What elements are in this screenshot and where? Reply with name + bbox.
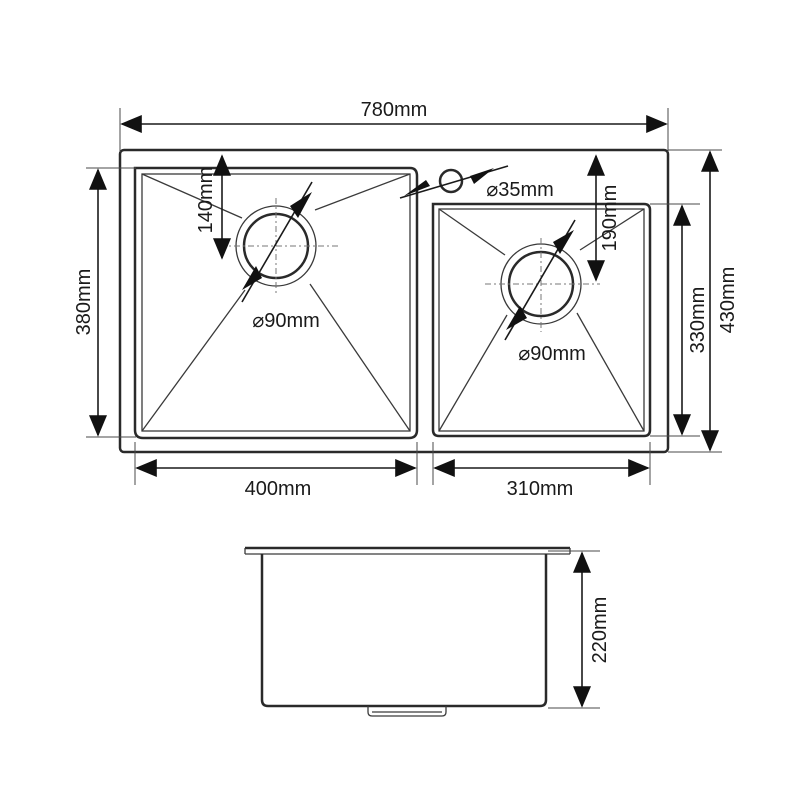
right-bowl [431,202,652,438]
bowl-height-label: 220mm [589,597,611,664]
tap-hole-diameter-label: ⌀35mm [486,179,554,201]
overall-depth-label: 430mm [717,267,739,334]
top-view: 780mm 400mm 310mm 380mm 140mm ⌀90mm ⌀35m… [73,99,739,500]
bowl-profile [260,554,548,708]
right-bowl-depth-label: 330mm [687,287,709,354]
side-view: 220mm [244,546,611,717]
right-drain-diameter-label: ⌀90mm [518,343,586,365]
right-bowl-width-label: 310mm [507,478,574,500]
left-drain-diameter-label: ⌀90mm [252,310,320,332]
right-drain-offset-label: 190mm [599,185,621,252]
left-drain-offset-label: 140mm [195,167,217,234]
left-bowl-width-label: 400mm [245,478,312,500]
left-bowl-depth-label: 380mm [73,269,95,336]
tap-hole [438,168,464,194]
drain-outlet [367,706,447,717]
left-bowl [133,166,419,440]
sink-outer-rim [118,148,670,454]
overall-width-label: 780mm [361,99,428,121]
